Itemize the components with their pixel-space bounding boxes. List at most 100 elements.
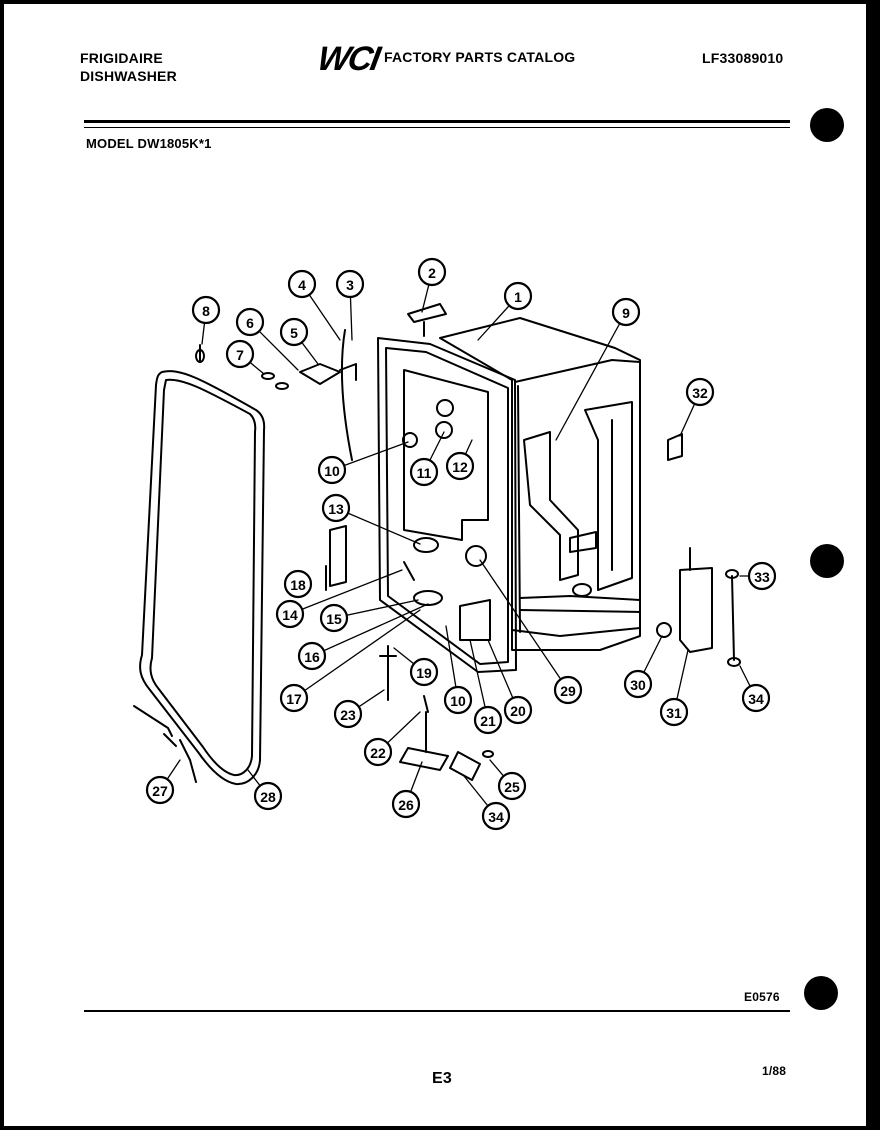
callout-number: 18 bbox=[290, 577, 306, 593]
catalog-number: LF33089010 bbox=[702, 50, 784, 66]
brand-line-1: FRIGIDAIRE bbox=[80, 50, 163, 66]
side-duct-right bbox=[584, 401, 633, 591]
callout-number: 23 bbox=[340, 707, 356, 723]
tub-body-outline bbox=[439, 317, 641, 651]
callout-number: 9 bbox=[622, 305, 630, 321]
callout-number: 19 bbox=[416, 665, 432, 681]
door-gasket bbox=[139, 370, 266, 786]
lower-hardware bbox=[379, 645, 494, 781]
part-2-bracket bbox=[407, 303, 447, 337]
brand-line-2: DISHWASHER bbox=[80, 68, 177, 84]
interior-components bbox=[402, 399, 597, 641]
callout-number: 32 bbox=[692, 385, 708, 401]
hinge-hardware bbox=[195, 344, 357, 390]
callout-number: 34 bbox=[488, 809, 504, 825]
callout-number: 1 bbox=[514, 289, 522, 305]
tub-front-frame bbox=[377, 337, 517, 673]
callout-number: 2 bbox=[428, 265, 436, 281]
header-rule-thick bbox=[84, 120, 790, 123]
callout-30: 30 bbox=[623, 669, 653, 699]
callout-number: 5 bbox=[290, 325, 298, 341]
inner-channel bbox=[403, 369, 489, 541]
drawing-code: E0576 bbox=[744, 990, 780, 1004]
callout-27: 27 bbox=[145, 775, 175, 805]
binder-hole-top bbox=[810, 108, 844, 142]
callout-number: 14 bbox=[282, 607, 298, 623]
callout-number: 29 bbox=[560, 683, 576, 699]
callout-number: 31 bbox=[666, 705, 682, 721]
callout-10: 10 bbox=[443, 685, 473, 715]
callout-number: 6 bbox=[246, 315, 254, 331]
callout-number: 16 bbox=[304, 649, 320, 665]
callout-19: 19 bbox=[409, 657, 439, 687]
callout-29: 29 bbox=[553, 675, 583, 705]
detached-parts-right bbox=[656, 433, 741, 667]
callout-number: 22 bbox=[370, 745, 386, 761]
callout-number: 8 bbox=[202, 303, 210, 319]
callout-number: 17 bbox=[286, 691, 302, 707]
callout-5: 5 bbox=[279, 317, 309, 347]
callout-14: 14 bbox=[275, 599, 305, 629]
callout-28: 28 bbox=[253, 781, 283, 811]
callout-6: 6 bbox=[235, 307, 265, 337]
callout-number: 20 bbox=[510, 703, 526, 719]
callout-13: 13 bbox=[321, 493, 351, 523]
callout-number: 13 bbox=[328, 501, 344, 517]
callout-25: 25 bbox=[497, 771, 527, 801]
footer-rule bbox=[84, 1010, 790, 1012]
header-rule-thin bbox=[84, 127, 790, 128]
callout-15: 15 bbox=[319, 603, 349, 633]
callout-number: 4 bbox=[298, 277, 306, 293]
callout-23: 23 bbox=[333, 699, 363, 729]
callout-number: 28 bbox=[260, 789, 276, 805]
part-18-bracket bbox=[325, 525, 347, 591]
callout-4: 4 bbox=[287, 269, 317, 299]
callout-number: 10 bbox=[450, 693, 466, 709]
callout-number: 3 bbox=[346, 277, 354, 293]
page-label: E3 bbox=[432, 1070, 452, 1087]
callout-number: 12 bbox=[452, 459, 468, 475]
callout-3: 3 bbox=[335, 269, 365, 299]
callout-26: 26 bbox=[391, 789, 421, 819]
callout-32: 32 bbox=[685, 377, 715, 407]
callout-number: 27 bbox=[152, 783, 168, 799]
catalog-title: FACTORY PARTS CATALOG bbox=[384, 49, 576, 65]
callout-10: 10 bbox=[317, 455, 347, 485]
callout-number: 10 bbox=[324, 463, 340, 479]
callout-18: 18 bbox=[283, 569, 313, 599]
callout-number: 11 bbox=[417, 465, 432, 481]
callout-34: 34 bbox=[741, 683, 771, 713]
callout-11: 11 bbox=[409, 457, 439, 487]
binder-hole-bottom bbox=[804, 976, 838, 1010]
model-label: MODEL DW1805K*1 bbox=[86, 136, 212, 151]
callout-20: 20 bbox=[503, 695, 533, 725]
callout-17: 17 bbox=[279, 683, 309, 713]
callout-34: 34 bbox=[481, 801, 511, 831]
side-duct-left bbox=[523, 431, 579, 581]
callout-9: 9 bbox=[611, 297, 641, 327]
callout-8: 8 bbox=[191, 295, 221, 325]
callout-number: 25 bbox=[504, 779, 520, 795]
part-27-rod bbox=[133, 705, 197, 783]
callout-number: 21 bbox=[480, 713, 496, 729]
callout-number: 30 bbox=[630, 677, 646, 693]
callout-number: 7 bbox=[236, 347, 244, 363]
callout-16: 16 bbox=[297, 641, 327, 671]
binder-hole-middle bbox=[810, 544, 844, 578]
callout-1: 1 bbox=[503, 281, 533, 311]
callout-12: 12 bbox=[445, 451, 475, 481]
print-date: 1/88 bbox=[762, 1064, 787, 1078]
hose-part-4 bbox=[340, 329, 353, 461]
callout-33: 33 bbox=[747, 561, 777, 591]
callout-7: 7 bbox=[225, 339, 255, 369]
callout-22: 22 bbox=[363, 737, 393, 767]
callout-31: 31 bbox=[659, 697, 689, 727]
callout-2: 2 bbox=[417, 257, 447, 287]
callout-number: 34 bbox=[748, 691, 764, 707]
callout-number: 26 bbox=[398, 797, 414, 813]
callout-number: 33 bbox=[754, 569, 770, 585]
callout-21: 21 bbox=[473, 705, 503, 735]
callout-number: 15 bbox=[326, 611, 342, 627]
